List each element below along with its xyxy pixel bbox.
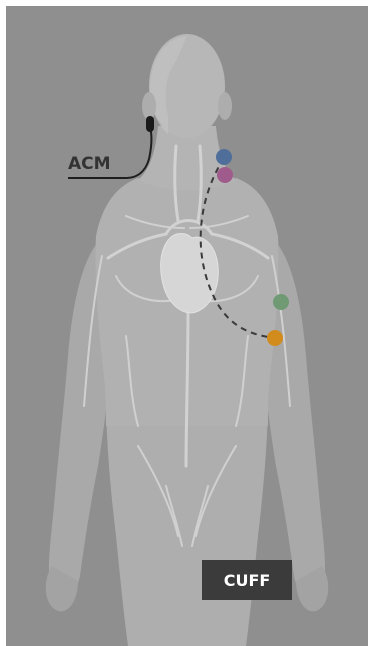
sensor-arm-lower xyxy=(267,330,283,346)
thigh-cuff: CUFF xyxy=(202,560,292,600)
body-diagram: ACM CUFF xyxy=(6,6,368,646)
sensor-arm-upper xyxy=(273,294,289,310)
diagram-frame: ACM CUFF xyxy=(6,6,368,646)
cuff-label: CUFF xyxy=(224,571,271,590)
ear-clip xyxy=(146,116,154,132)
left-ear xyxy=(142,92,156,120)
sensor-neck-lower xyxy=(217,167,233,183)
acm-label: ACM xyxy=(68,154,111,174)
sensor-neck-upper xyxy=(216,149,232,165)
right-ear xyxy=(218,92,232,120)
